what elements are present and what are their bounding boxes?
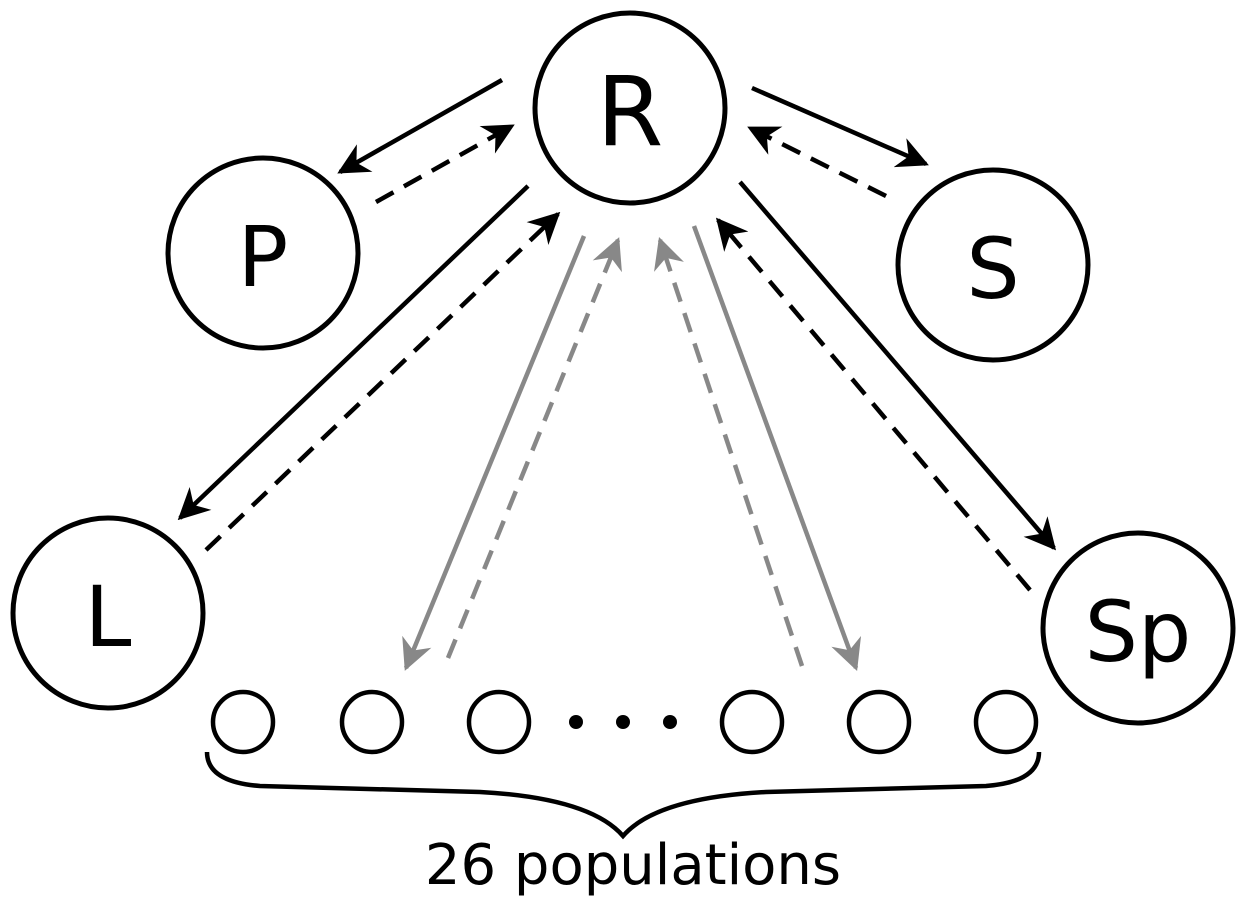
edge-R-to-S <box>751 85 929 168</box>
edge-R-to-P <box>337 78 504 174</box>
node-R-label: R <box>597 56 664 168</box>
node-L-label: L <box>85 568 132 666</box>
population-caption: 26 populations <box>425 833 841 898</box>
ellipsis-dot <box>616 715 630 729</box>
node-P-label: P <box>238 208 289 306</box>
node-S-label: S <box>966 220 1019 318</box>
ellipsis-dot <box>663 715 677 729</box>
population-circles <box>210 689 1039 755</box>
edge-R-to-L <box>177 184 530 521</box>
edge-R-to-population-first <box>402 235 587 671</box>
node-R: R <box>532 10 728 206</box>
edge-R-to-Sp <box>738 180 1057 551</box>
population-circle <box>339 689 405 755</box>
edge-population-last-to-R <box>654 237 805 667</box>
node-Sp: Sp <box>1040 530 1236 726</box>
ellipsis-dot <box>569 715 583 729</box>
population-circle <box>466 689 532 755</box>
edge-L-to-R <box>204 211 561 552</box>
population-circle <box>846 689 912 755</box>
edge-R-to-population-last <box>691 225 862 671</box>
node-Sp-label: Sp <box>1085 583 1192 681</box>
ellipsis <box>569 715 677 729</box>
node-L: L <box>10 515 206 711</box>
node-S: S <box>895 167 1091 363</box>
edge-population-first-to-R <box>445 237 622 659</box>
node-P: P <box>165 155 361 351</box>
population-circle <box>973 689 1039 755</box>
edge-S-to-R <box>747 125 888 199</box>
edge-Sp-to-R <box>715 217 1032 592</box>
population-circle <box>719 689 785 755</box>
population-brace <box>204 751 1042 840</box>
edge-P-to-R <box>374 124 515 204</box>
population-circle <box>210 689 276 755</box>
